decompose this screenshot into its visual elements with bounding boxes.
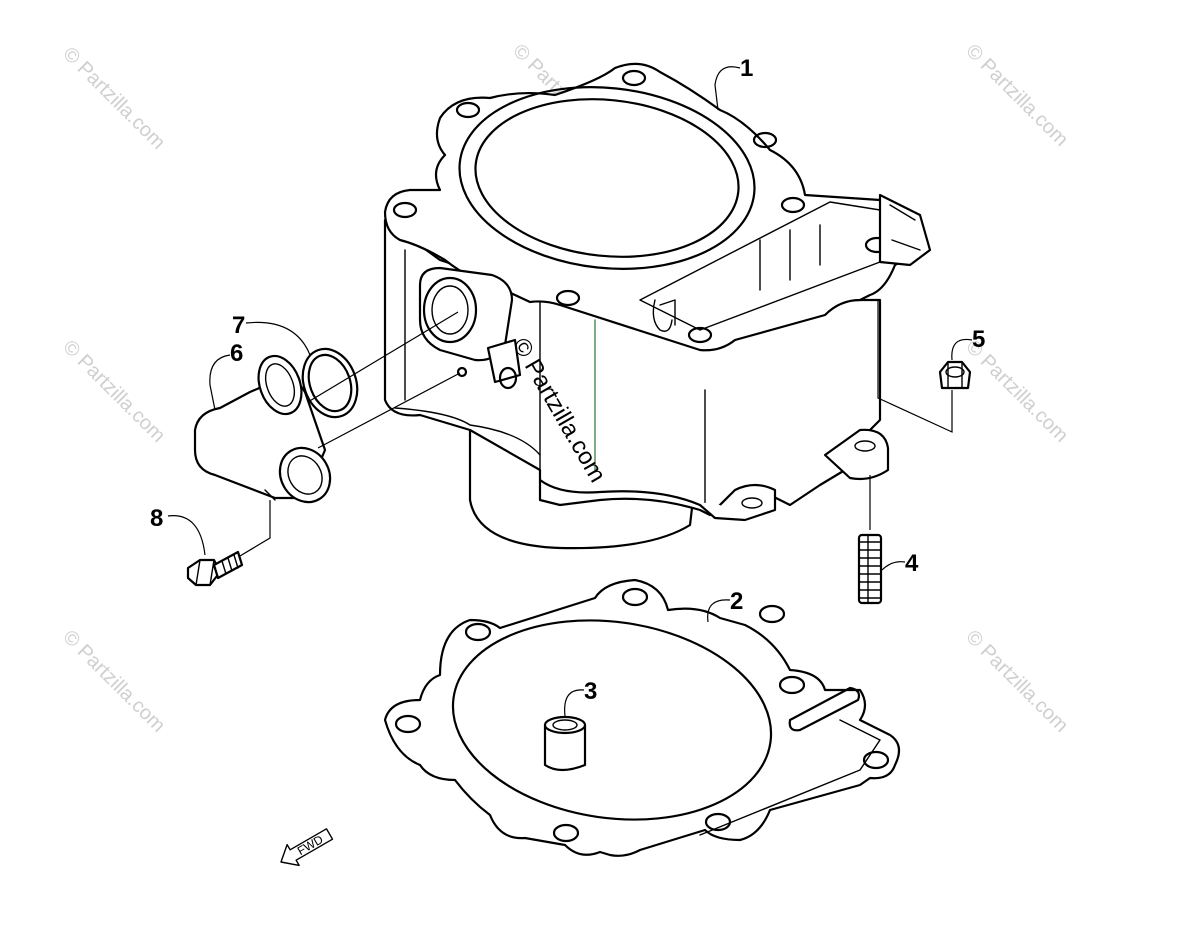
fwd-direction-arrow: FWD: [280, 828, 334, 867]
leader-7: [245, 321, 311, 356]
leader-3: [564, 689, 585, 717]
callout-5[interactable]: 5: [972, 326, 985, 353]
watermark-4: © Partzilla.com: [58, 336, 169, 447]
flange-nut[interactable]: [938, 360, 972, 390]
callout-6[interactable]: 6: [230, 340, 243, 367]
leader-6: [209, 354, 231, 411]
callout-7[interactable]: 7: [232, 312, 245, 339]
assembly-lines: [239, 300, 953, 557]
cylinder-block[interactable]: [383, 62, 932, 550]
callout-8[interactable]: 8: [150, 505, 163, 532]
callout-1[interactable]: 1: [740, 55, 753, 82]
callout-2[interactable]: 2: [730, 588, 743, 615]
leader-2: [707, 599, 731, 623]
leader-1: [714, 66, 741, 111]
water-outlet-fitting[interactable]: [193, 350, 340, 511]
leader-4: [881, 561, 906, 571]
watermark-8: © Partzilla.com: [961, 626, 1072, 737]
callout-3[interactable]: 3: [584, 678, 597, 705]
cylinder-base-gasket[interactable]: [383, 578, 901, 857]
bolt[interactable]: [186, 550, 244, 587]
stud[interactable]: [857, 533, 883, 605]
watermark-1: © Partzilla.com: [58, 43, 169, 154]
watermark-6: © Partzilla.com: [58, 626, 169, 737]
watermark-3: © Partzilla.com: [961, 40, 1072, 151]
leader-5: [951, 338, 973, 361]
callouts: 1 2 3 4 5 6 7 8: [150, 55, 985, 717]
dowel-pin[interactable]: [543, 715, 587, 772]
fwd-label: FWD: [295, 832, 326, 858]
leader-8: [167, 515, 206, 556]
callout-4[interactable]: 4: [905, 550, 919, 577]
